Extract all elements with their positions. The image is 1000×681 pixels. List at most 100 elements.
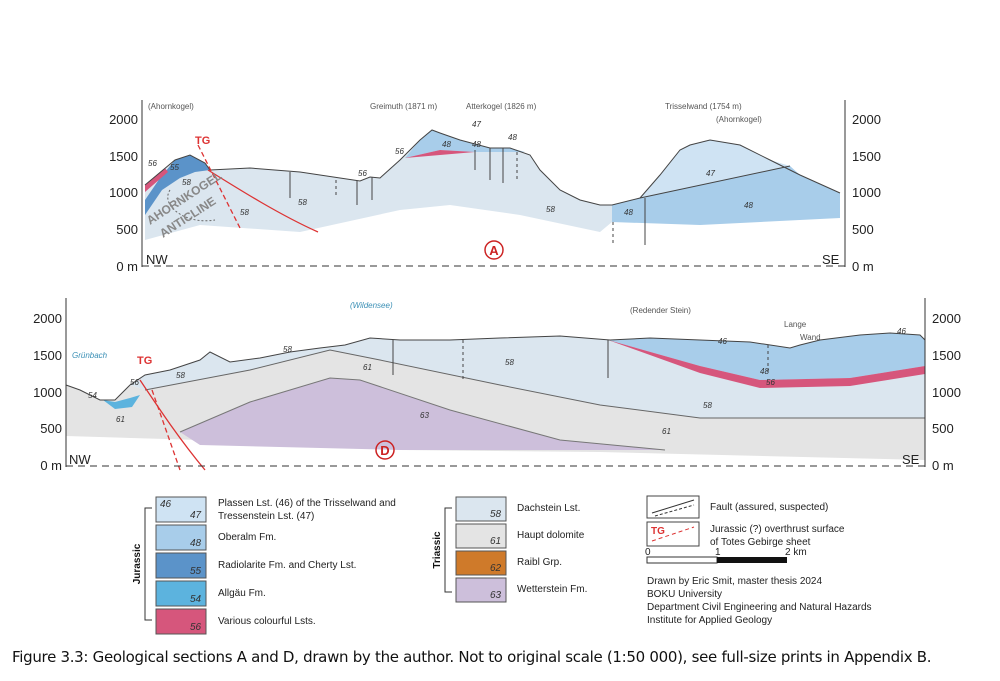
tg-box-label: TG [651, 526, 665, 537]
legend-code: 62 [490, 563, 502, 574]
tick-label: 0 m [852, 259, 874, 274]
unit-label: 58 [182, 178, 191, 187]
section-d-marker-label: D [380, 443, 389, 458]
faults-a [289, 148, 646, 245]
legend-code: 61 [490, 536, 501, 547]
surface-line [65, 332, 926, 401]
section-a-marker-label: A [489, 243, 499, 258]
legend-code: 54 [190, 594, 202, 605]
credits-line: Drawn by Eric Smit, master thesis 2024 [647, 576, 822, 587]
unit-label: 48 [472, 140, 481, 149]
unit-label: 47 [706, 169, 715, 178]
unit-54-grunbach [103, 395, 140, 409]
legend-code: 63 [490, 590, 502, 601]
tick-label: 1000 [852, 185, 881, 200]
section-d-marker [375, 440, 395, 460]
unit-label: 56 [148, 159, 157, 168]
tick-label: 500 [116, 222, 138, 237]
legend-swatch [455, 496, 507, 522]
faults-d [392, 340, 769, 380]
unit-label: 58 [240, 208, 249, 217]
tick-label: 0 m [116, 259, 138, 274]
unit-label: 46 [718, 337, 727, 346]
unit-label: 56 [766, 378, 775, 387]
scale-label: 2 km [785, 547, 807, 558]
legend-code: 46 [160, 499, 172, 510]
tick-label: 1500 [852, 149, 881, 164]
section-d-axis-right: 2000 1500 1000 500 0 m [924, 298, 961, 473]
unit-labels-d: 54 56 58 58 61 58 61 63 46 48 56 58 61 4… [88, 327, 906, 436]
legend-label: Dachstein Lst. [517, 503, 580, 514]
tick-label: 500 [852, 222, 874, 237]
fold-trace [167, 189, 216, 222]
peak-label: (Wildensee) [350, 301, 393, 310]
scale-label: 0 [645, 547, 651, 558]
unit-label: 58 [176, 371, 185, 380]
unit-label: 61 [116, 415, 125, 424]
scale-bar: 0 1 2 km [645, 547, 807, 564]
unit-label: 48 [760, 367, 769, 376]
peak-label: (Redender Stein) [630, 306, 691, 315]
tick-label: 500 [40, 421, 62, 436]
legend-label: Various colourful Lsts. [218, 616, 316, 627]
tick-label: 2000 [33, 311, 62, 326]
triassic-label: Triassic [432, 531, 443, 569]
peak-label: Atterkogel (1826 m) [466, 102, 537, 111]
unit-label: 58 [703, 401, 712, 410]
unit-55-ahornkogel [145, 155, 210, 215]
unit-58-dachstein [145, 130, 612, 240]
credits-line: Department Civil Engineering and Natural… [647, 602, 872, 613]
unit-boundary [144, 349, 925, 419]
triassic-bracket [444, 507, 452, 593]
se-label: SE [902, 452, 920, 467]
legend-label: Oberalm Fm. [218, 532, 276, 543]
unit-label: 58 [283, 345, 292, 354]
unit-47-trisselwand [640, 140, 790, 198]
legend-swatch [155, 608, 207, 635]
legend-swatch [455, 523, 507, 549]
peak-label: Greimuth (1871 m) [370, 102, 437, 111]
unit-boundary [179, 377, 666, 451]
unit-48-right [612, 166, 840, 225]
legend-swatch [455, 550, 507, 576]
tick-label: 2000 [932, 311, 961, 326]
overthrust-label: Jurassic (?) overthrust surface [710, 524, 845, 535]
peak-label: Lange [784, 320, 807, 329]
section-a-axis-right: 2000 1500 1000 500 0 m [844, 100, 881, 274]
unit-48-redender-stein [608, 333, 925, 380]
credits-line: BOKU University [647, 589, 722, 600]
nw-label: NW [69, 452, 91, 467]
scale-label: 1 [715, 547, 721, 558]
unit-label: 48 [624, 208, 633, 217]
legend-swatch [155, 552, 207, 579]
unit-label: 58 [505, 358, 514, 367]
unit-label: 56 [130, 378, 139, 387]
unit-label: 54 [88, 391, 97, 400]
peak-label: (Ahornkogel) [716, 115, 762, 124]
credits-line: Institute for Applied Geology [647, 615, 772, 626]
tg-label: TG [137, 355, 152, 367]
unit-label: 61 [662, 427, 671, 436]
geological-sections: 2000 1500 1000 500 0 m 2000 1500 1000 50… [33, 100, 961, 635]
tick-label: 1500 [33, 348, 62, 363]
section-a: 2000 1500 1000 500 0 m 2000 1500 1000 50… [109, 100, 881, 274]
tick-label: 2000 [852, 112, 881, 127]
unit-label: 56 [395, 147, 404, 156]
section-a-marker [484, 240, 504, 260]
legend-code: 55 [190, 566, 202, 577]
jurassic-label: Jurassic [132, 543, 143, 584]
section-d: 2000 1500 1000 500 0 m 2000 1500 1000 50… [33, 298, 961, 473]
legend-code: 56 [190, 622, 202, 633]
figure-caption: Figure 3.3: Geological sections A and D,… [12, 648, 932, 666]
legend-swatch [455, 577, 507, 603]
tg-label: TG [195, 135, 210, 147]
peak-label: Grünbach [72, 351, 108, 360]
unit-label: 58 [298, 198, 307, 207]
